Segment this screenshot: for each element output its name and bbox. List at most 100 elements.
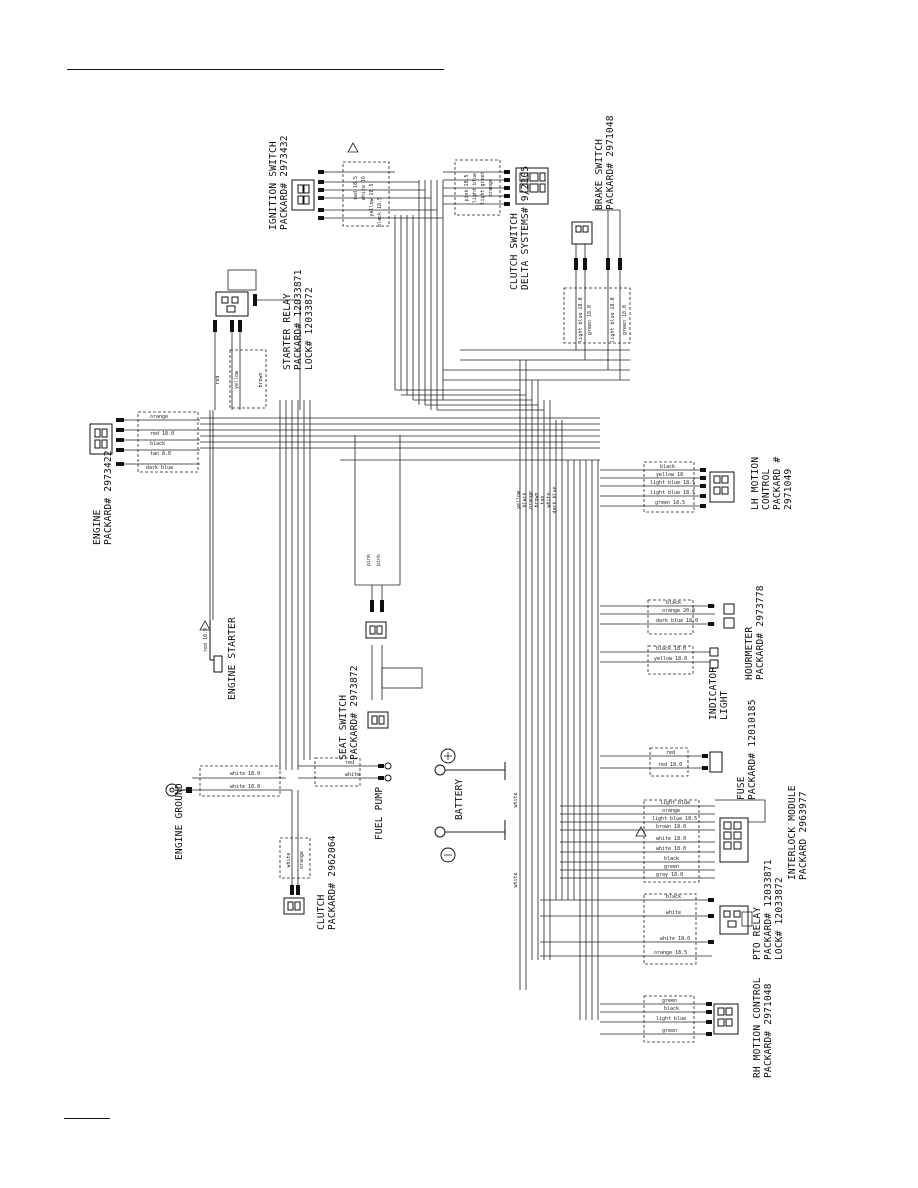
clutch-wire-3: light green	[480, 171, 486, 204]
fuse-part: PACKARD# 12010185	[747, 699, 758, 800]
pto-wire-2: white	[666, 910, 681, 916]
pto-relay-lock: LOCK# 12033872	[774, 877, 785, 960]
ignition-switch-title: IGNITION SWITCH	[268, 141, 279, 230]
ign-wire-2: white 16	[361, 176, 367, 200]
fuel-pump-title: FUEL PUMP	[374, 787, 385, 840]
top-rule	[67, 69, 444, 70]
engine-starter-title: ENGINE STARTER	[227, 617, 238, 700]
interlock-wire-1: light blue	[660, 800, 690, 806]
brake-wire-3: light blue 18.0	[610, 297, 616, 342]
hour-wire-3: dark blue 18.0	[656, 618, 698, 624]
harness-white: white	[546, 492, 552, 507]
clutch-switch-part: DELTA SYSTEMS# 9/2305	[520, 166, 531, 290]
starter-relay: red yellow brown STARTER RELAY PACKARD# …	[213, 269, 315, 409]
lh-wire-3: light blue 18.5	[650, 480, 695, 486]
pto-wire-1: black	[666, 894, 681, 900]
page-number-rule	[64, 1118, 110, 1119]
pto-relay-part: PACKARD# 12033871	[763, 859, 774, 960]
fuse-title: FUSE	[736, 776, 747, 800]
main-harness	[200, 180, 630, 1020]
indicator-wire-2: yellow 18.0	[654, 656, 687, 662]
starter-wire-yellow: yellow	[234, 370, 240, 389]
harness-black: black	[522, 492, 528, 507]
fuse-wire-2: red 18.0	[658, 762, 682, 768]
starter-relay-title: STARTER RELAY	[282, 293, 293, 370]
interlock-module: light blue orange light blue 18.5 brown …	[560, 785, 809, 883]
rh-wire-1: green	[662, 998, 677, 1004]
engine-part: PACKARD# 2973422	[103, 450, 114, 545]
ignition-switch-part: PACKARD# 2973432	[279, 135, 290, 230]
clutch-part: PACKARD# 2962064	[327, 835, 338, 930]
indicator-light: black 18.0 yellow 18.0 INDICATOR LIGHT	[600, 645, 730, 720]
ign-wire-6: black 18.5	[377, 197, 383, 227]
seat-switch-title: SEAT SWITCH	[338, 695, 349, 760]
brake-wire-4: green 18.0	[622, 305, 628, 335]
interlock-wire-6: white 18.0	[656, 846, 686, 852]
clutch-title: CLUTCH	[316, 894, 327, 930]
clutch-wire-orange: orange	[299, 851, 305, 869]
lh-motion-control: black yellow 18 light blue 18.5 light bl…	[600, 457, 794, 513]
interlock-wire-7: black	[664, 856, 679, 862]
interlock-wire-5: white 18.0	[656, 836, 686, 842]
ign-wire-4: yellow 18.5	[369, 183, 375, 216]
ground-wire-1: white 18.0	[230, 771, 260, 777]
clutch-switch-title: CLUTCH SWITCH	[509, 213, 520, 290]
lh-wire-4: light blue 18.5	[650, 490, 695, 496]
seat-switch-part: PACKARD# 2973872	[349, 665, 360, 760]
battery: white white BATTERY	[434, 748, 519, 888]
engine-title: ENGINE	[92, 509, 103, 545]
harness-dkblue: dark blue	[552, 486, 558, 513]
clutch-switch: pink 18.5 light blue light green orange …	[443, 159, 549, 290]
interlock-wire-4: brown 18.0	[656, 824, 686, 830]
engine-connector: orange red 18.0 black tan 8.0 dark blue …	[89, 411, 200, 545]
engine-wire-red: red 18.0	[150, 431, 174, 437]
clutch-wire-white: white	[286, 852, 292, 867]
starter-wire-label: red 10.0	[203, 628, 209, 652]
harness-tan: tan	[540, 495, 546, 504]
starter-wire-brown: brown	[258, 372, 264, 387]
brake-wire-1: light blue 18.0	[578, 297, 584, 342]
engine-starter: red 10.0 ENGINE STARTER	[199, 617, 238, 700]
pto-wire-3: white 18.0	[660, 936, 690, 942]
indicator-title-2: LIGHT	[719, 690, 730, 720]
starter-relay-part: PACKARD# 12033871	[293, 269, 304, 370]
harness-labels: yellow black orange brown tan white dark…	[516, 486, 558, 513]
battery-wire-1: white	[513, 792, 519, 807]
rh-motion-control: green black light blue green RH MOTION C…	[600, 977, 774, 1078]
engine-wire-dkblue: dark blue	[146, 465, 173, 471]
engine-wire-tan: tan 8.0	[150, 451, 171, 457]
hourmeter-part: PACKARD# 2973778	[755, 585, 766, 680]
interlock-part: PACKARD 2963977	[798, 791, 809, 880]
harness-brown: brown	[534, 492, 540, 507]
ground-wire-2: white 10.0	[230, 784, 260, 790]
fuelpump-wire-red: red	[345, 760, 354, 766]
brake-switch-title: BRAKE SWITCH	[594, 139, 605, 210]
interlock-wire-2: orange	[662, 808, 680, 814]
clutch: white orange CLUTCH PACKARD# 2962064	[279, 790, 338, 930]
rh-wire-4: green	[662, 1028, 677, 1034]
brake-switch-part: PACKARD# 2971048	[605, 115, 616, 210]
interlock-wire-9: gray 18.0	[656, 872, 683, 878]
hourmeter: black orange 20.0 dark blue 18.0 HOURMET…	[600, 585, 766, 680]
interlock-wire-8: green	[664, 864, 679, 870]
fuse-wire-1: red	[666, 750, 675, 756]
harness-yellow: yellow	[516, 490, 522, 509]
seat-switch: pink pink SEAT SWITCH PACKARD# 2973872	[338, 435, 423, 760]
pto-wire-4: orange 18.5	[654, 950, 687, 956]
lh-motion-part-2: 2971049	[783, 468, 794, 510]
harness-orange: orange	[528, 491, 534, 509]
pto-relay-title: PTO RELAY	[752, 907, 763, 960]
rh-motion-part: PACKARD# 2971048	[763, 983, 774, 1078]
lh-motion-part-1: PACKARD #	[772, 457, 783, 510]
rh-wire-2: black	[664, 1006, 679, 1012]
indicator-wire-1: black 18.0	[656, 646, 686, 652]
clutch-wire-2: light blue	[472, 173, 478, 203]
lh-motion-title-2: CONTROL	[761, 468, 772, 510]
starter-relay-lock: LOCK# 12033872	[304, 287, 315, 370]
fuelpump-wire-white: white	[345, 772, 360, 778]
hour-wire-1: black	[666, 600, 681, 606]
engine-ground-title: ENGINE GROUND	[174, 783, 185, 860]
battery-title: BATTERY	[454, 778, 465, 820]
engine-wire-orange: orange	[150, 414, 168, 420]
